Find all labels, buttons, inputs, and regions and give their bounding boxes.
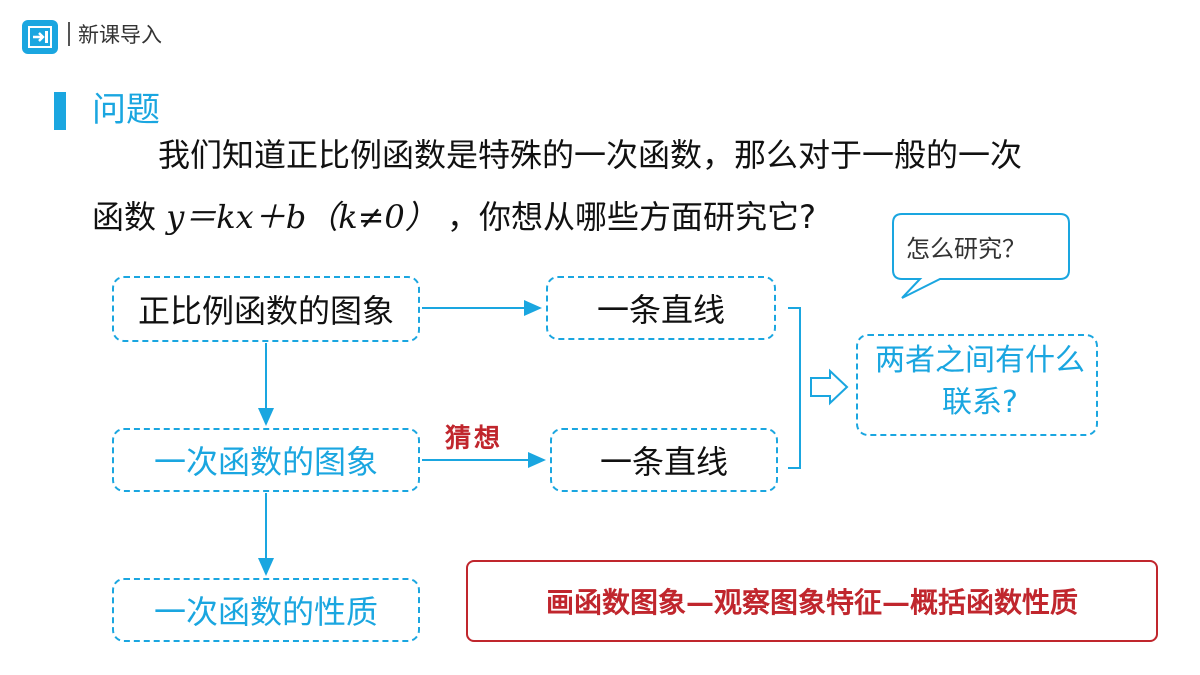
- box-straight-line-1: 一条直线: [546, 276, 776, 340]
- section-title: 问题: [92, 90, 160, 130]
- question-line-1: 我们知道正比例函数是特殊的一次函数，那么对于一般的一次: [158, 136, 1023, 174]
- question-suffix: ，你想从哪些方面研究它?: [446, 198, 816, 236]
- relation-box: [856, 334, 1098, 436]
- bracket: [788, 307, 801, 469]
- implies-arrow-icon: [810, 368, 849, 406]
- logo-icon: [22, 20, 58, 54]
- summary-box: 画函数图象—观察图象特征—概括函数性质: [466, 560, 1158, 642]
- bubble-text: 怎么研究？: [906, 235, 1026, 263]
- section-accent-bar: [54, 92, 66, 130]
- relation-text: 两者之间有什么联系?: [875, 343, 1085, 420]
- question-prefix: 函数: [92, 198, 157, 236]
- question-line-2: 函数 y＝kx＋b（k≠0） ，你想从哪些方面研究它?: [92, 195, 816, 239]
- box-proportional-graph: 正比例函数的图象: [112, 276, 420, 342]
- header-title: 新课导入: [78, 23, 162, 47]
- box-linear-graph: 一次函数的图象: [112, 428, 420, 492]
- speech-bubble: [892, 213, 1070, 299]
- guess-label: 猜想: [445, 424, 504, 454]
- linear-function-formula: y＝kx＋b（k≠0）: [166, 198, 437, 236]
- header-divider: [68, 22, 70, 46]
- box-straight-line-2: 一条直线: [550, 428, 778, 492]
- box-linear-properties: 一次函数的性质: [112, 578, 420, 642]
